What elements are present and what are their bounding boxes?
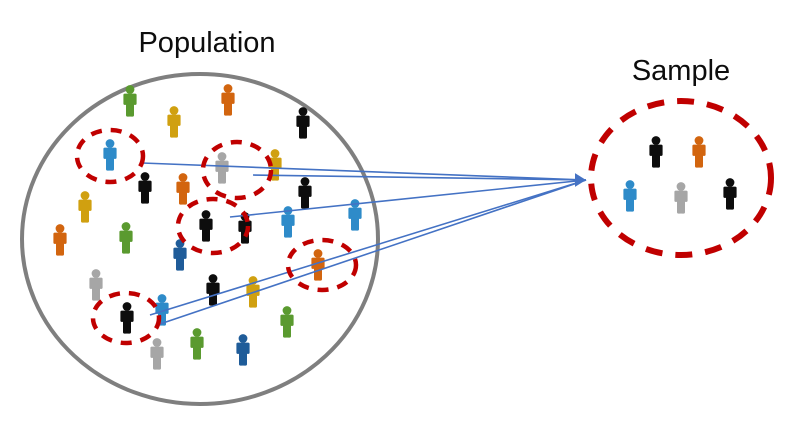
population-person xyxy=(53,224,67,256)
population-person xyxy=(190,328,204,360)
highlight-ellipse xyxy=(285,237,359,293)
sample-boundary-circle xyxy=(588,98,774,258)
population-person xyxy=(221,84,235,116)
sampling-arrow-line xyxy=(149,179,587,316)
population-person xyxy=(296,107,310,139)
population-person xyxy=(138,172,152,204)
sample-person xyxy=(649,136,663,168)
sample-person xyxy=(692,136,706,168)
population-person xyxy=(206,274,220,306)
sample-label: Sample xyxy=(632,55,730,87)
sample-person xyxy=(723,178,737,210)
population-person xyxy=(298,177,312,209)
population-person xyxy=(280,306,294,338)
population-person-selected xyxy=(103,139,117,171)
population-person xyxy=(176,173,190,205)
sampling-arrow-line xyxy=(159,179,587,325)
population-person xyxy=(119,222,133,254)
population-person xyxy=(167,106,181,138)
sample-person xyxy=(674,182,688,214)
population-person-selected xyxy=(120,302,134,334)
sampling-arrow-line xyxy=(141,162,587,181)
highlight-ellipse xyxy=(74,127,146,185)
population-people xyxy=(53,84,362,370)
sample-group xyxy=(588,98,774,258)
sampling-arrows xyxy=(141,162,587,325)
selected-unit-highlights xyxy=(74,127,359,346)
population-person xyxy=(236,334,250,366)
population-person xyxy=(150,338,164,370)
population-boundary-circle xyxy=(20,72,380,406)
population-label: Population xyxy=(138,27,275,59)
population-person-selected xyxy=(215,152,229,184)
highlight-ellipse xyxy=(90,290,162,346)
highlight-ellipse xyxy=(200,139,274,201)
sample-person xyxy=(623,180,637,212)
population-person xyxy=(78,191,92,223)
sample-people xyxy=(623,136,737,214)
sampling-arrow-head xyxy=(575,173,586,187)
highlight-ellipse xyxy=(175,196,251,256)
population-person-selected xyxy=(199,210,213,242)
sampling-arrow-line xyxy=(229,179,587,218)
population-group xyxy=(20,72,380,406)
population-person xyxy=(173,239,187,271)
population-person xyxy=(89,269,103,301)
sampling-arrow-line xyxy=(252,174,587,181)
